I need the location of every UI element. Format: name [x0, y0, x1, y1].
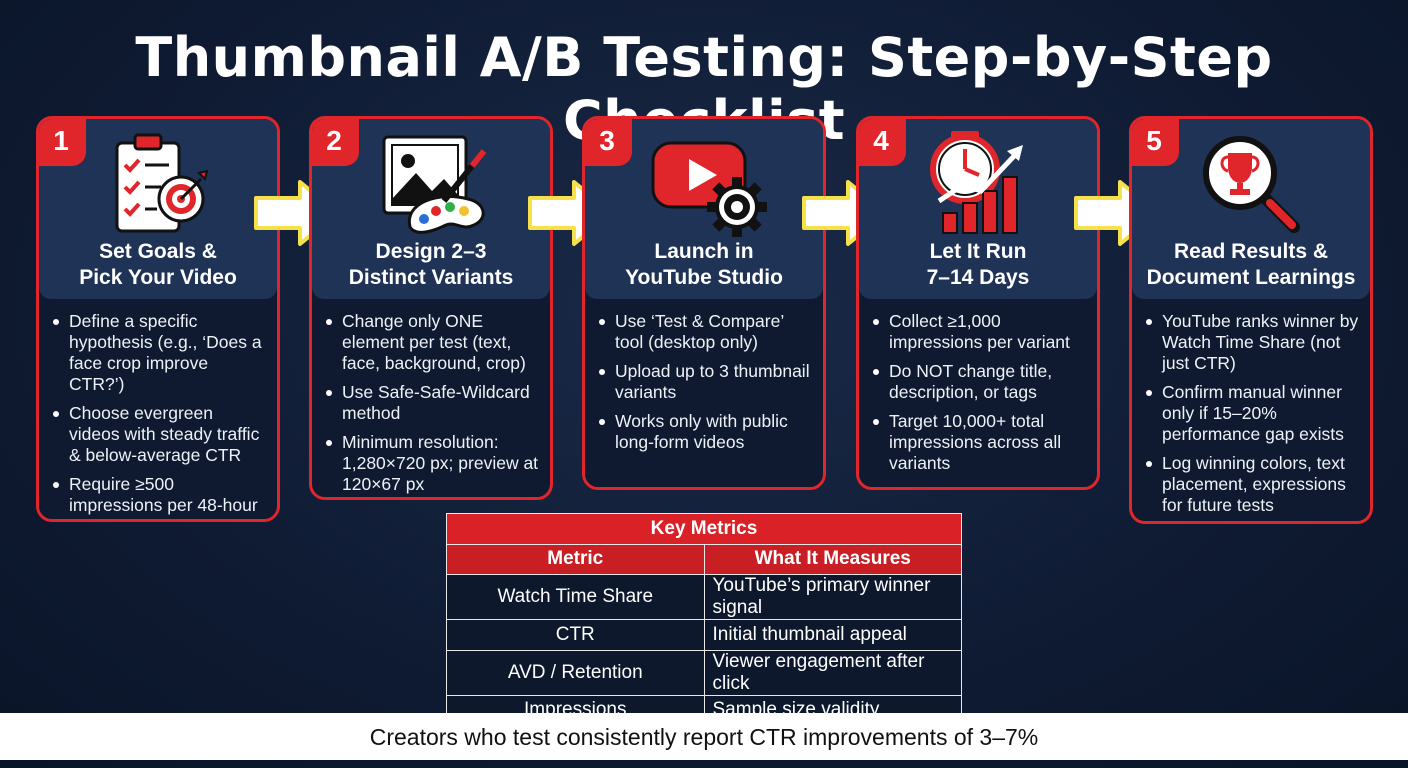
step-header: 4 Let It Run 7–14 Days — [859, 119, 1097, 299]
step-title: Launch in YouTube Studio — [625, 240, 783, 289]
table-cell: CTR — [446, 619, 705, 651]
step-bullets: YouTube ranks winner by Watch Time Share… — [1132, 299, 1370, 521]
step-number: 2 — [312, 119, 359, 166]
step-header: 5 Read Results & Document Learnings — [1132, 119, 1370, 299]
list-item: YouTube ranks winner by Watch Time Share… — [1144, 311, 1360, 374]
list-item: Do NOT change title, description, or tag… — [871, 361, 1087, 403]
step-header: 1 Set Goals & Pick Your Video — [39, 119, 277, 299]
list-item: Minimum resolution: 1,280×720 px; previe… — [324, 432, 540, 495]
table-caption-row: Key Metrics — [446, 513, 962, 545]
step-number: 3 — [585, 119, 632, 166]
step-number: 5 — [1132, 119, 1179, 166]
step-title: Read Results & Document Learnings — [1146, 240, 1356, 289]
list-item: Require ≥500 impressions per 48-hour per… — [51, 474, 267, 519]
table-caption: Key Metrics — [446, 513, 962, 545]
footer-banner: Creators who test consistently report CT… — [0, 713, 1408, 760]
trophy-magnifier-icon — [1203, 136, 1300, 233]
table-cell: Viewer engagement after click — [703, 649, 962, 696]
step-bullets: Collect ≥1,000 impressions per variant D… — [859, 299, 1097, 486]
step-card-2: 2 Design 2–3 Distinct Variants Change on… — [309, 116, 553, 500]
step-number: 1 — [39, 119, 86, 166]
list-item: Target 10,000+ total impressions across … — [871, 411, 1087, 474]
list-item: Collect ≥1,000 impressions per variant — [871, 311, 1087, 353]
table-row: CTR Initial thumbnail appeal — [446, 619, 962, 651]
step-bullets: Change only ONE element per test (text, … — [312, 299, 550, 497]
table-cell: Watch Time Share — [446, 574, 705, 620]
clipboard-target-icon — [115, 133, 209, 233]
clock-chart-icon — [930, 131, 1023, 234]
step-title: Let It Run 7–14 Days — [926, 240, 1030, 289]
table-cell: AVD / Retention — [446, 649, 705, 696]
step-header: 2 Design 2–3 Distinct Variants — [312, 119, 550, 299]
list-item: Change only ONE element per test (text, … — [324, 311, 540, 374]
step-title: Set Goals & Pick Your Video — [79, 240, 237, 289]
step-title: Design 2–3 Distinct Variants — [348, 240, 514, 289]
step-card-5: 5 Read Results & Document Learnings YouT… — [1129, 116, 1373, 524]
step-card-1: 1 Set Goals & Pick Your Video Define a s… — [36, 116, 280, 522]
table-cell: Initial thumbnail appeal — [703, 619, 962, 651]
list-item: Choose evergreen videos with steady traf… — [51, 403, 267, 466]
column-header-measures: What It Measures — [703, 543, 962, 575]
step-card-3: 3 Launch — [582, 116, 826, 490]
table-header-row: Metric What It Measures — [446, 543, 962, 575]
table-row: Watch Time Share YouTube’s primary winne… — [446, 574, 962, 620]
list-item: Confirm manual winner only if 15–20% per… — [1144, 382, 1360, 445]
list-item: Use ‘Test & Compare’ tool (desktop only) — [597, 311, 813, 353]
step-bullets: Use ‘Test & Compare’ tool (desktop only)… — [585, 299, 823, 465]
list-item: Works only with public long-form videos — [597, 411, 813, 453]
step-card-4: 4 Let It Run 7–14 Days Collect ≥1,000 im… — [856, 116, 1100, 490]
table-row: AVD / Retention Viewer engagement after … — [446, 649, 962, 696]
image-palette-icon — [382, 135, 487, 234]
step-header: 3 Launch — [585, 119, 823, 299]
table-cell: YouTube’s primary winner signal — [703, 574, 962, 620]
column-header-metric: Metric — [446, 543, 705, 575]
youtube-gear-icon — [651, 141, 767, 237]
list-item: Log winning colors, text placement, expr… — [1144, 453, 1360, 516]
key-metrics-table: Key Metrics Metric What It Measures Watc… — [446, 513, 962, 726]
step-bullets: Define a specific hypothesis (e.g., ‘Doe… — [39, 299, 277, 519]
list-item: Upload up to 3 thumbnail variants — [597, 361, 813, 403]
step-number: 4 — [859, 119, 906, 166]
list-item: Define a specific hypothesis (e.g., ‘Doe… — [51, 311, 267, 395]
list-item: Use Safe-Safe-Wildcard method — [324, 382, 540, 424]
